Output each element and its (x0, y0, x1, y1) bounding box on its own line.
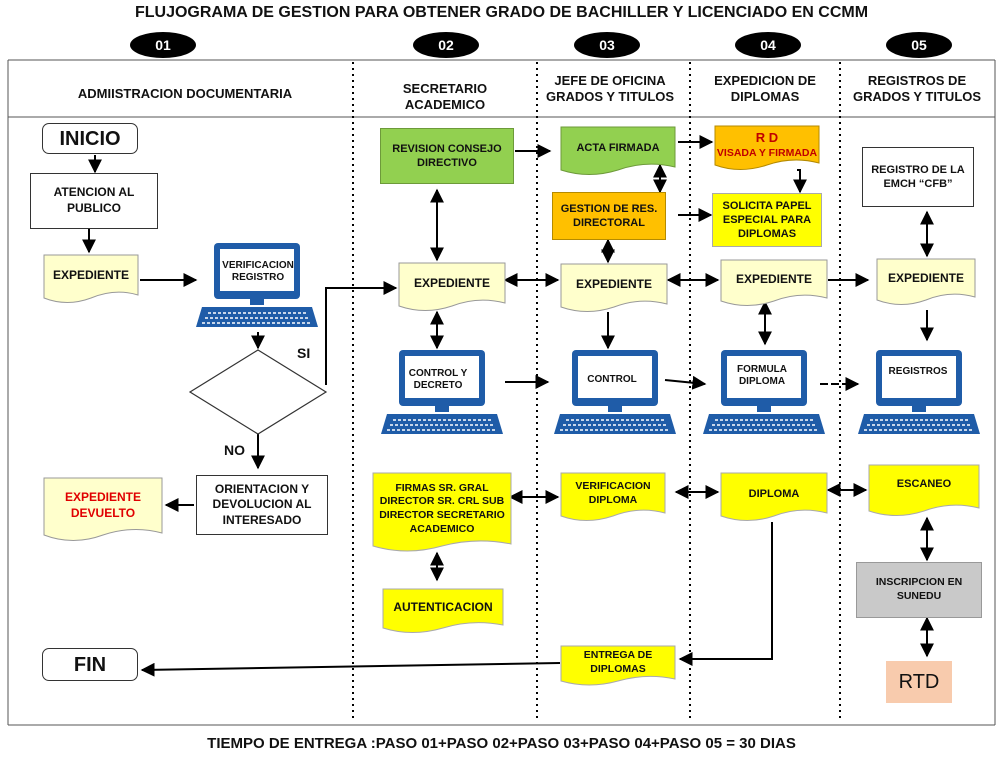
rtd-box: RTD (886, 661, 952, 703)
expediente-doc-col3: EXPEDIENTE (560, 263, 668, 313)
document-shape (560, 126, 676, 175)
registro-emch-box: REGISTRO DE LA EMCH “CFB” (862, 147, 974, 207)
escaneo-label: ESCANEO (896, 477, 952, 490)
step-badge-03: 03 (574, 32, 640, 58)
solicita-box: SOLICITA PAPEL ESPECIAL PARA DIPLOMAS (712, 193, 822, 247)
registro-emch-label: REGISTRO DE LA EMCH “CFB” (871, 163, 965, 190)
expediente-doc-col5: EXPEDIENTE (876, 258, 976, 306)
step-badge-02: 02 (413, 32, 479, 58)
document-shape (372, 472, 512, 552)
column-header-jefe: JEFE DE OFICINA GRADOS Y TITULOS (545, 72, 675, 104)
document-shape (714, 125, 820, 170)
document-shape (398, 262, 506, 311)
gestion-box: GESTION DE RES. DIRECTORAL (552, 192, 666, 240)
fin-label: FIN (73, 653, 107, 676)
formula-monitor-icon (703, 350, 825, 434)
orientacion-box: ORIENTACION Y DEVOLUCION AL INTERESADO (196, 475, 328, 535)
control-monitor-label: CONTROL (587, 373, 637, 385)
expediente-label-col1: EXPEDIENTE (52, 268, 130, 283)
rd-sub-label: VISADA Y FIRMADA (716, 146, 818, 159)
rd-text: R D VISADA Y FIRMADA (717, 130, 817, 167)
column-header-admin: ADMIISTRACION DOCUMENTARIA (77, 85, 293, 101)
rtd-label: RTD (898, 671, 940, 693)
document-shape (43, 254, 139, 303)
atencion-box: ATENCION AL PUBLICO (30, 173, 158, 229)
document-shape (382, 588, 504, 633)
expediente-label-col4: EXPEDIENTE (735, 272, 813, 287)
control-monitor-icon (554, 350, 676, 434)
escaneo-doc: ESCANEO (868, 464, 980, 518)
diagram-title: FLUJOGRAMA DE GESTION PARA OBTENER GRADO… (134, 4, 869, 21)
registros-monitor-label: REGISTROS (888, 365, 948, 377)
document-shape (720, 259, 828, 306)
expediente-label-col3: EXPEDIENTE (575, 277, 653, 292)
document-shape (560, 645, 676, 686)
step-badge-04: 04 (735, 32, 801, 58)
no-label: NO (224, 442, 245, 458)
devuelto-label: EXPEDIENTE DEVUELTO (64, 490, 142, 520)
column-header-registros: REGISTROS DE GRADOS Y TITULOS (852, 72, 982, 104)
footer-tiempo-entrega: TIEMPO DE ENTREGA :PASO 01+PASO 02+PASO … (207, 735, 796, 752)
revision-box: REVISION CONSEJO DIRECTIVO (380, 128, 514, 184)
atencion-label: ATENCION AL PUBLICO (53, 185, 135, 215)
document-shape (560, 263, 668, 312)
step-badge-05: 05 (886, 32, 952, 58)
si-label: SI (297, 345, 311, 361)
fin-terminal: FIN (42, 648, 138, 681)
inicio-terminal: INICIO (42, 123, 138, 154)
document-shape (868, 464, 980, 516)
document-shape (876, 258, 976, 305)
firmas-label: FIRMAS SR. GRAL DIRECTOR SR. CRL SUB DIR… (379, 481, 505, 535)
entrega-doc: ENTREGA DE DIPLOMAS (560, 645, 676, 687)
autenticacion-label: AUTENTICACION (393, 600, 493, 615)
rd-doc: R D VISADA Y FIRMADA (714, 125, 820, 171)
orientacion-label: ORIENTACION Y DEVOLUCION AL INTERESADO (212, 481, 312, 527)
document-shape (720, 472, 828, 521)
document-shape (560, 472, 666, 521)
verificacion-diploma-label: VERIFICACION DIPLOMA (575, 480, 651, 506)
gestion-label: GESTION DE RES. DIRECTORAL (560, 202, 658, 229)
diploma-doc: DIPLOMA (720, 472, 828, 522)
decision-diamond (188, 349, 328, 435)
control-decreto-monitor-icon (381, 350, 503, 434)
document-shape (43, 477, 163, 541)
inscripcion-label: INSCRIPCION EN SUNEDU (875, 576, 963, 602)
column-header-expedicion: EXPEDICION DE DIPLOMAS (714, 72, 816, 104)
formula-monitor-label: FORMULA DIPLOMA (737, 363, 787, 388)
registros-monitor-icon (858, 350, 980, 434)
control-decreto-monitor-label: CONTROL Y DECRETO (408, 367, 468, 392)
entrega-label: ENTREGA DE DIPLOMAS (583, 649, 653, 675)
diploma-label: DIPLOMA (748, 487, 800, 500)
verificacion-diploma-doc: VERIFICACION DIPLOMA (560, 472, 666, 522)
acta-doc: ACTA FIRMADA (560, 126, 676, 176)
solicita-label: SOLICITA PAPEL ESPECIAL PARA DIPLOMAS (722, 199, 812, 241)
step-badge-01: 01 (130, 32, 196, 58)
acta-label: ACTA FIRMADA (576, 141, 660, 154)
expediente-label-col2: EXPEDIENTE (413, 276, 491, 291)
firmas-doc: FIRMAS SR. GRAL DIRECTOR SR. CRL SUB DIR… (372, 472, 512, 554)
column-header-secretario: SECRETARIO ACADEMICO (402, 80, 488, 112)
revision-label: REVISION CONSEJO DIRECTIVO (392, 142, 502, 169)
inscripcion-box: INSCRIPCION EN SUNEDU (856, 562, 982, 618)
expediente-doc-col1: EXPEDIENTE (43, 254, 139, 304)
expediente-devuelto-doc: EXPEDIENTE DEVUELTO (43, 477, 163, 543)
verificacion-monitor-icon (196, 243, 318, 327)
inicio-label: INICIO (59, 127, 121, 150)
expediente-doc-col2: EXPEDIENTE (398, 262, 506, 312)
verificacion-monitor-label: VERIFICACION REGISTRO (222, 259, 294, 284)
expediente-label-col5: EXPEDIENTE (887, 271, 965, 286)
expediente-doc-col4: EXPEDIENTE (720, 259, 828, 307)
autenticacion-doc: AUTENTICACION (382, 588, 504, 634)
rd-label: R D (755, 129, 779, 145)
